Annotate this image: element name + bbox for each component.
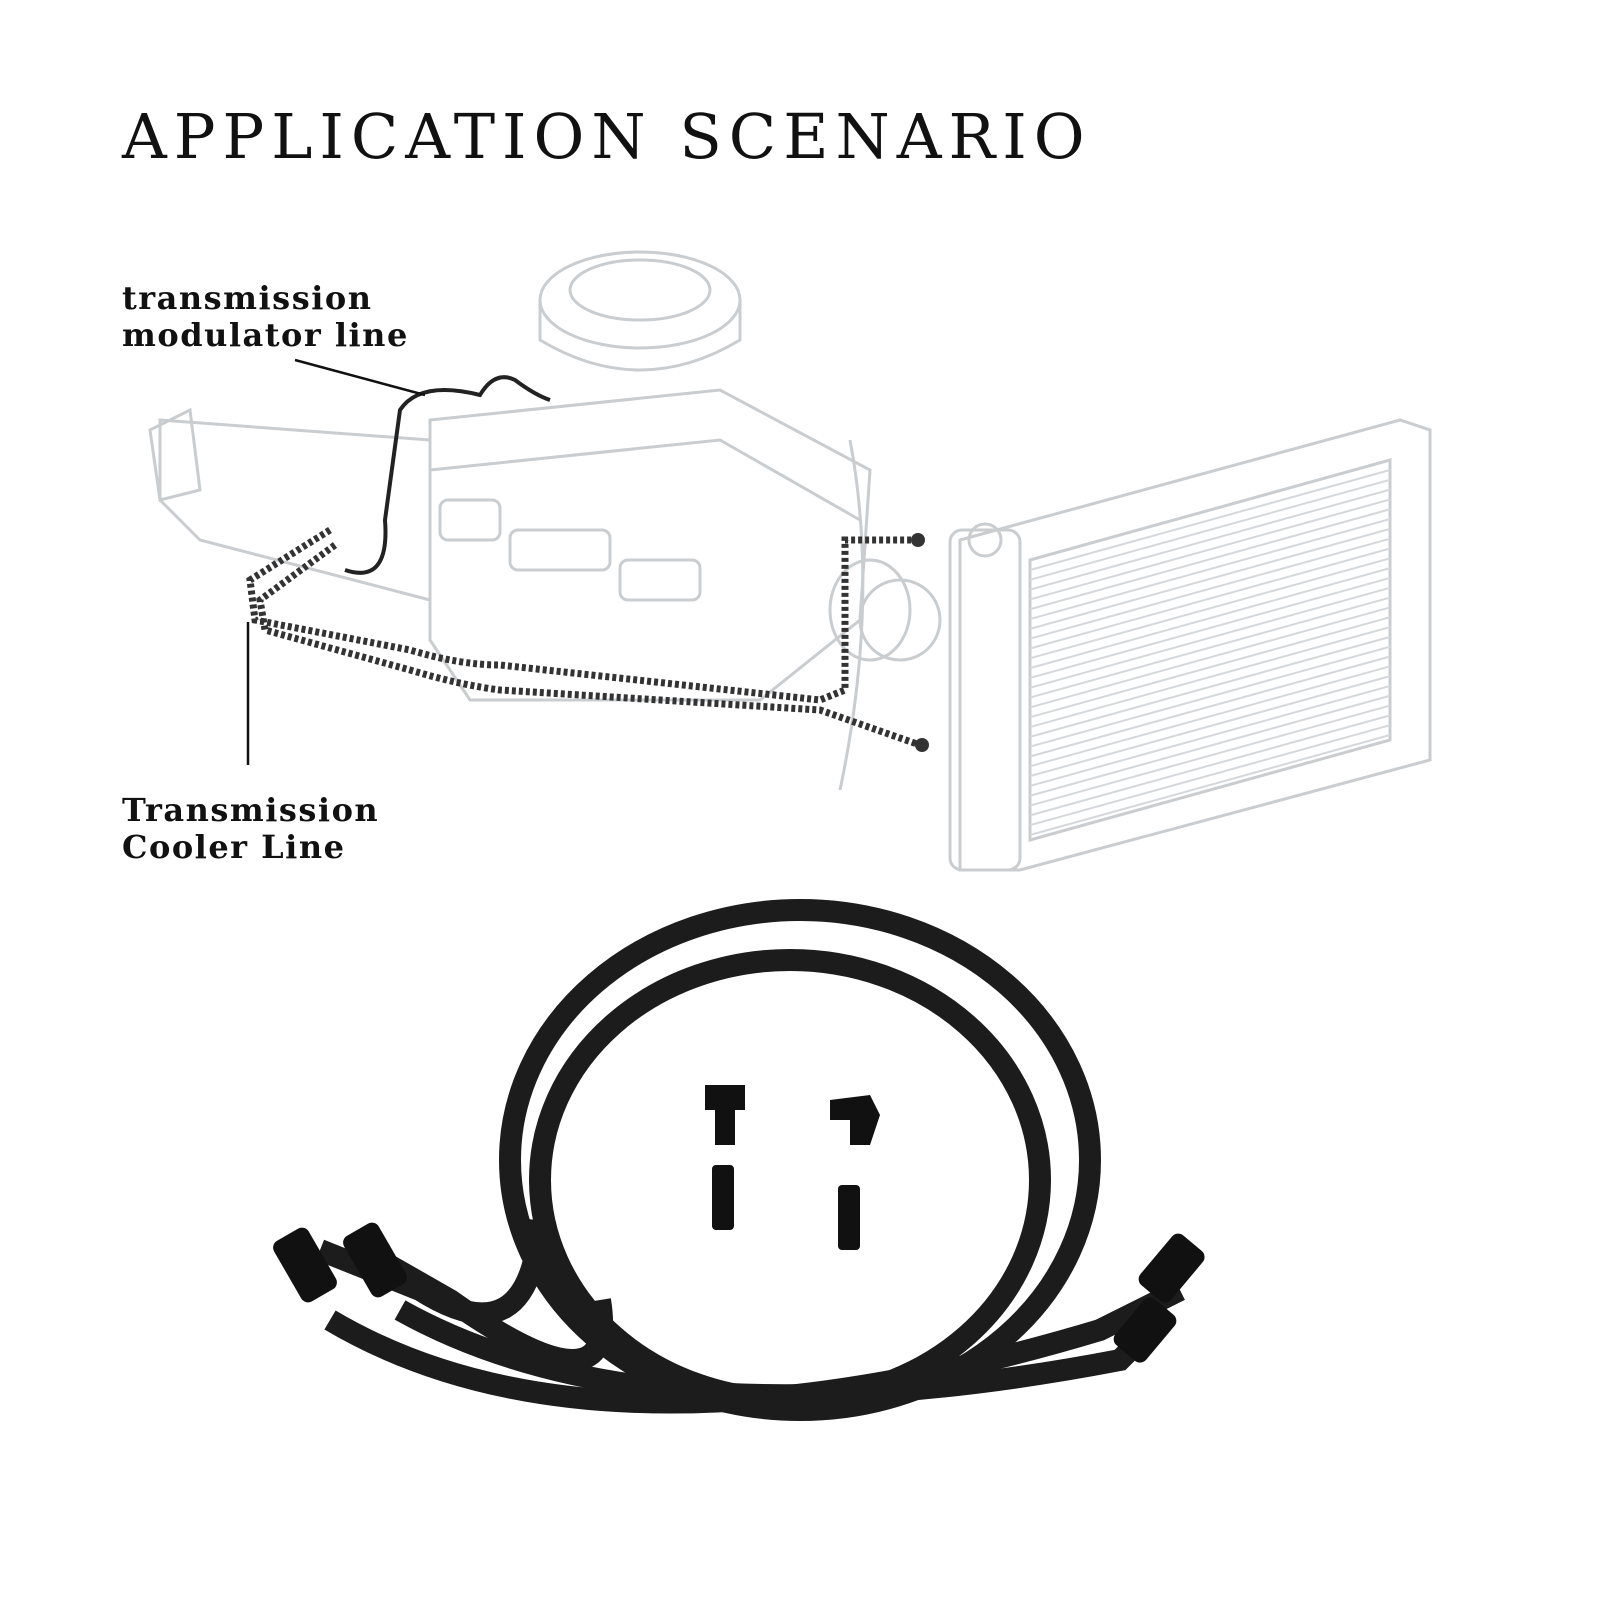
- radiator-fin: [1029, 616, 1391, 719]
- label-line-1: transmission: [122, 279, 373, 317]
- radiator-fin: [1029, 488, 1391, 591]
- radiator-fin: [1029, 596, 1391, 699]
- radiator-fin: [1029, 626, 1391, 729]
- radiator-fin: [1029, 694, 1391, 797]
- label-line-2: modulator line: [122, 316, 409, 354]
- radiator-fin: [1029, 527, 1391, 630]
- radiator-fin: [1029, 684, 1391, 787]
- radiator-fin: [1029, 557, 1391, 660]
- radiator-fin: [1029, 655, 1391, 758]
- radiator-fins: [1029, 469, 1391, 836]
- fitting-icon: [915, 738, 929, 752]
- radiator-fin: [1029, 567, 1391, 670]
- radiator-fin: [1029, 724, 1391, 827]
- adapter-fittings: [705, 1085, 880, 1250]
- engine-sketch: [148, 250, 942, 791]
- radiator-fin: [1029, 478, 1391, 581]
- radiator-fin: [1029, 734, 1391, 836]
- radiator-fin: [1029, 606, 1391, 709]
- page-title: APPLICATION SCENARIO: [122, 100, 1092, 173]
- radiator-fin: [1029, 665, 1391, 768]
- radiator-fin: [1029, 498, 1391, 601]
- fitting-icon: [911, 533, 925, 547]
- radiator-fin: [1029, 469, 1391, 571]
- radiator-fin: [1029, 576, 1391, 679]
- radiator-fin: [1029, 704, 1391, 807]
- cooler-line-label: Transmission Cooler Line: [122, 792, 379, 866]
- radiator-fin: [1029, 675, 1391, 778]
- radiator-fin: [1029, 635, 1391, 738]
- modulator-line: [344, 375, 551, 575]
- modulator-line-label: transmission modulator line: [122, 280, 409, 354]
- hose-coils: [315, 899, 1185, 1421]
- radiator-fin: [1029, 645, 1391, 748]
- radiator-fin: [1029, 547, 1391, 650]
- modulator-leader-line: [294, 358, 426, 397]
- cooler-lines: [246, 527, 922, 749]
- radiator-fin: [1029, 714, 1391, 817]
- radiator-fin: [1029, 537, 1391, 640]
- hose-end-fittings: [273, 1222, 1205, 1363]
- label-line-2: Cooler Line: [122, 828, 346, 866]
- radiator-fin: [1029, 586, 1391, 689]
- radiator-fin: [1029, 518, 1391, 621]
- radiator-fin: [1029, 508, 1391, 611]
- label-line-1: Transmission: [122, 791, 380, 829]
